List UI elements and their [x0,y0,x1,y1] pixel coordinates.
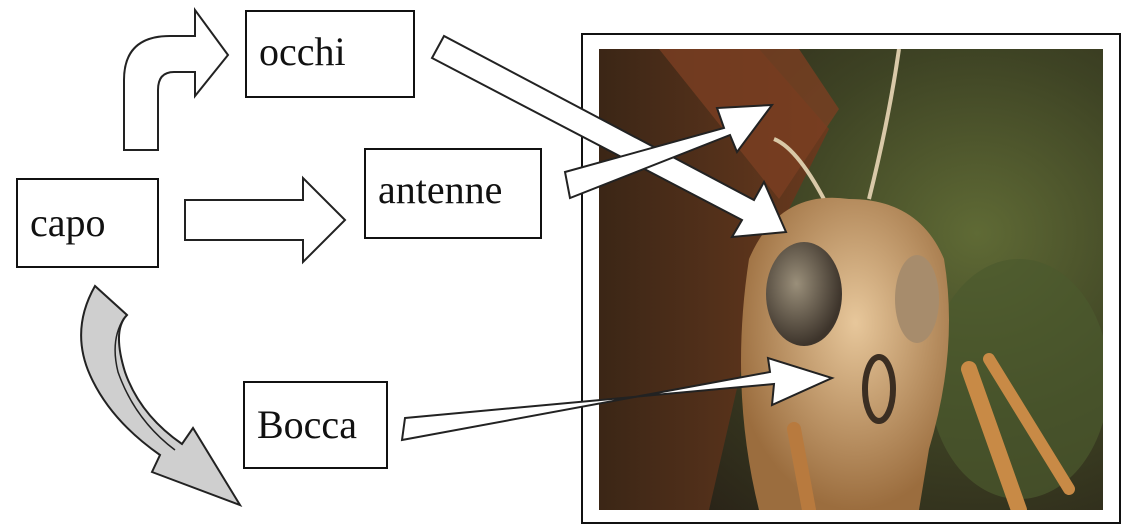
label-bocca: Bocca [243,381,388,469]
curved-arrow-capo-occhi [123,6,230,151]
arrow-antenne-antenna [563,103,775,200]
label-capo: capo [16,178,159,268]
label-occhi: occhi [245,10,415,98]
arrow-capo-antenne [184,175,347,265]
curved-arrow-capo-bocca-inner [114,317,176,451]
arrow-bocca-mouth [400,356,835,442]
photo-frame [581,33,1121,524]
label-antenne: antenne [364,148,542,239]
arrow-occhi-eye [430,34,788,239]
curved-arrow-capo-bocca [80,284,243,507]
